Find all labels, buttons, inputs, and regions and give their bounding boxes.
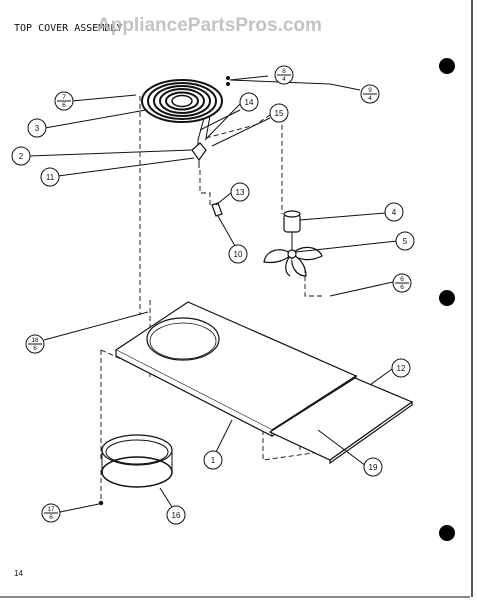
callout-11: 11 xyxy=(40,167,60,187)
leader-line xyxy=(199,109,241,131)
leader-line xyxy=(71,94,137,102)
svg-text:4: 4 xyxy=(282,76,286,83)
leader-line xyxy=(299,212,386,221)
leader-line xyxy=(317,429,367,467)
svg-text:7: 7 xyxy=(62,94,66,101)
svg-text:6: 6 xyxy=(49,514,53,521)
leader-line xyxy=(217,215,236,247)
leader-line xyxy=(57,157,195,177)
fan-motor xyxy=(283,210,301,250)
watermark: AppliancePartsPros.com xyxy=(97,15,322,36)
svg-text:10: 10 xyxy=(234,250,243,259)
page-number: 14 xyxy=(14,569,23,578)
svg-text:6: 6 xyxy=(33,345,37,352)
svg-text:9: 9 xyxy=(368,87,372,94)
svg-text:1: 1 xyxy=(211,456,216,465)
callout-3: 3 xyxy=(27,118,47,138)
svg-text:13: 13 xyxy=(236,188,245,197)
binder-hole-top xyxy=(439,58,455,74)
leader-line xyxy=(262,420,321,461)
svg-text:3: 3 xyxy=(35,124,40,133)
svg-text:8: 8 xyxy=(282,68,286,75)
leader-line xyxy=(229,79,361,91)
svg-text:15: 15 xyxy=(275,109,284,118)
callout-7-6: 7 6 xyxy=(54,91,74,111)
callout-14: 14 xyxy=(239,92,259,112)
callout-13: 13 xyxy=(230,182,250,202)
svg-text:6: 6 xyxy=(400,276,404,283)
svg-text:16: 16 xyxy=(172,511,181,520)
leader-line xyxy=(28,149,193,157)
svg-text:6: 6 xyxy=(62,102,66,109)
callout-16: 16 xyxy=(166,505,186,525)
callout-5: 5 xyxy=(395,231,415,251)
callout-2: 2 xyxy=(11,146,31,166)
leader-line xyxy=(59,503,100,513)
leader-line xyxy=(159,487,173,508)
screw-icon xyxy=(98,500,104,506)
screw-icon xyxy=(226,82,230,86)
limit-switch-bracket xyxy=(191,142,207,168)
bottom-plate xyxy=(268,377,414,465)
page-title: TOP COVER ASSEMBLY xyxy=(14,23,122,34)
gasket-ring xyxy=(101,434,173,488)
svg-text:17: 17 xyxy=(47,506,55,513)
callout-18-6: 18 6 xyxy=(25,334,45,354)
screw-icon xyxy=(226,76,230,80)
callout-8-4: 8 4 xyxy=(274,65,294,85)
callout-10: 10 xyxy=(228,244,248,264)
fan-blade xyxy=(263,246,323,277)
callout-19: 19 xyxy=(363,457,383,477)
leader-line xyxy=(304,268,325,297)
svg-text:14: 14 xyxy=(245,98,254,107)
sensor-bulb xyxy=(211,202,223,217)
leader-line xyxy=(369,368,393,386)
callout-1: 1 xyxy=(203,450,223,470)
svg-text:6: 6 xyxy=(400,284,404,291)
callout-9-4: 9 4 xyxy=(360,84,380,104)
callout-15: 15 xyxy=(269,103,289,123)
callout-12: 12 xyxy=(391,358,411,378)
callout-4: 4 xyxy=(384,202,404,222)
leader-line xyxy=(44,109,147,129)
leader-line xyxy=(43,311,149,341)
svg-text:4: 4 xyxy=(368,95,372,102)
heater-coil xyxy=(141,79,223,150)
leader-line xyxy=(295,240,398,253)
svg-text:12: 12 xyxy=(397,364,406,373)
binder-hole-bottom xyxy=(439,525,455,541)
svg-text:11: 11 xyxy=(46,173,55,182)
leader-line xyxy=(329,281,394,297)
svg-text:5: 5 xyxy=(403,237,408,246)
leader-line xyxy=(204,103,241,141)
leader-line xyxy=(199,170,211,205)
svg-text:18: 18 xyxy=(31,337,39,344)
callout-6-6: 6 6 xyxy=(392,273,412,293)
svg-text:2: 2 xyxy=(19,152,24,161)
binder-hole-middle xyxy=(439,290,455,306)
svg-text:19: 19 xyxy=(369,463,378,472)
svg-text:4: 4 xyxy=(392,208,397,217)
leader-line xyxy=(211,117,271,147)
leader-line xyxy=(229,75,269,81)
leader-line xyxy=(215,191,233,206)
callout-17-6: 17 6 xyxy=(41,503,61,523)
